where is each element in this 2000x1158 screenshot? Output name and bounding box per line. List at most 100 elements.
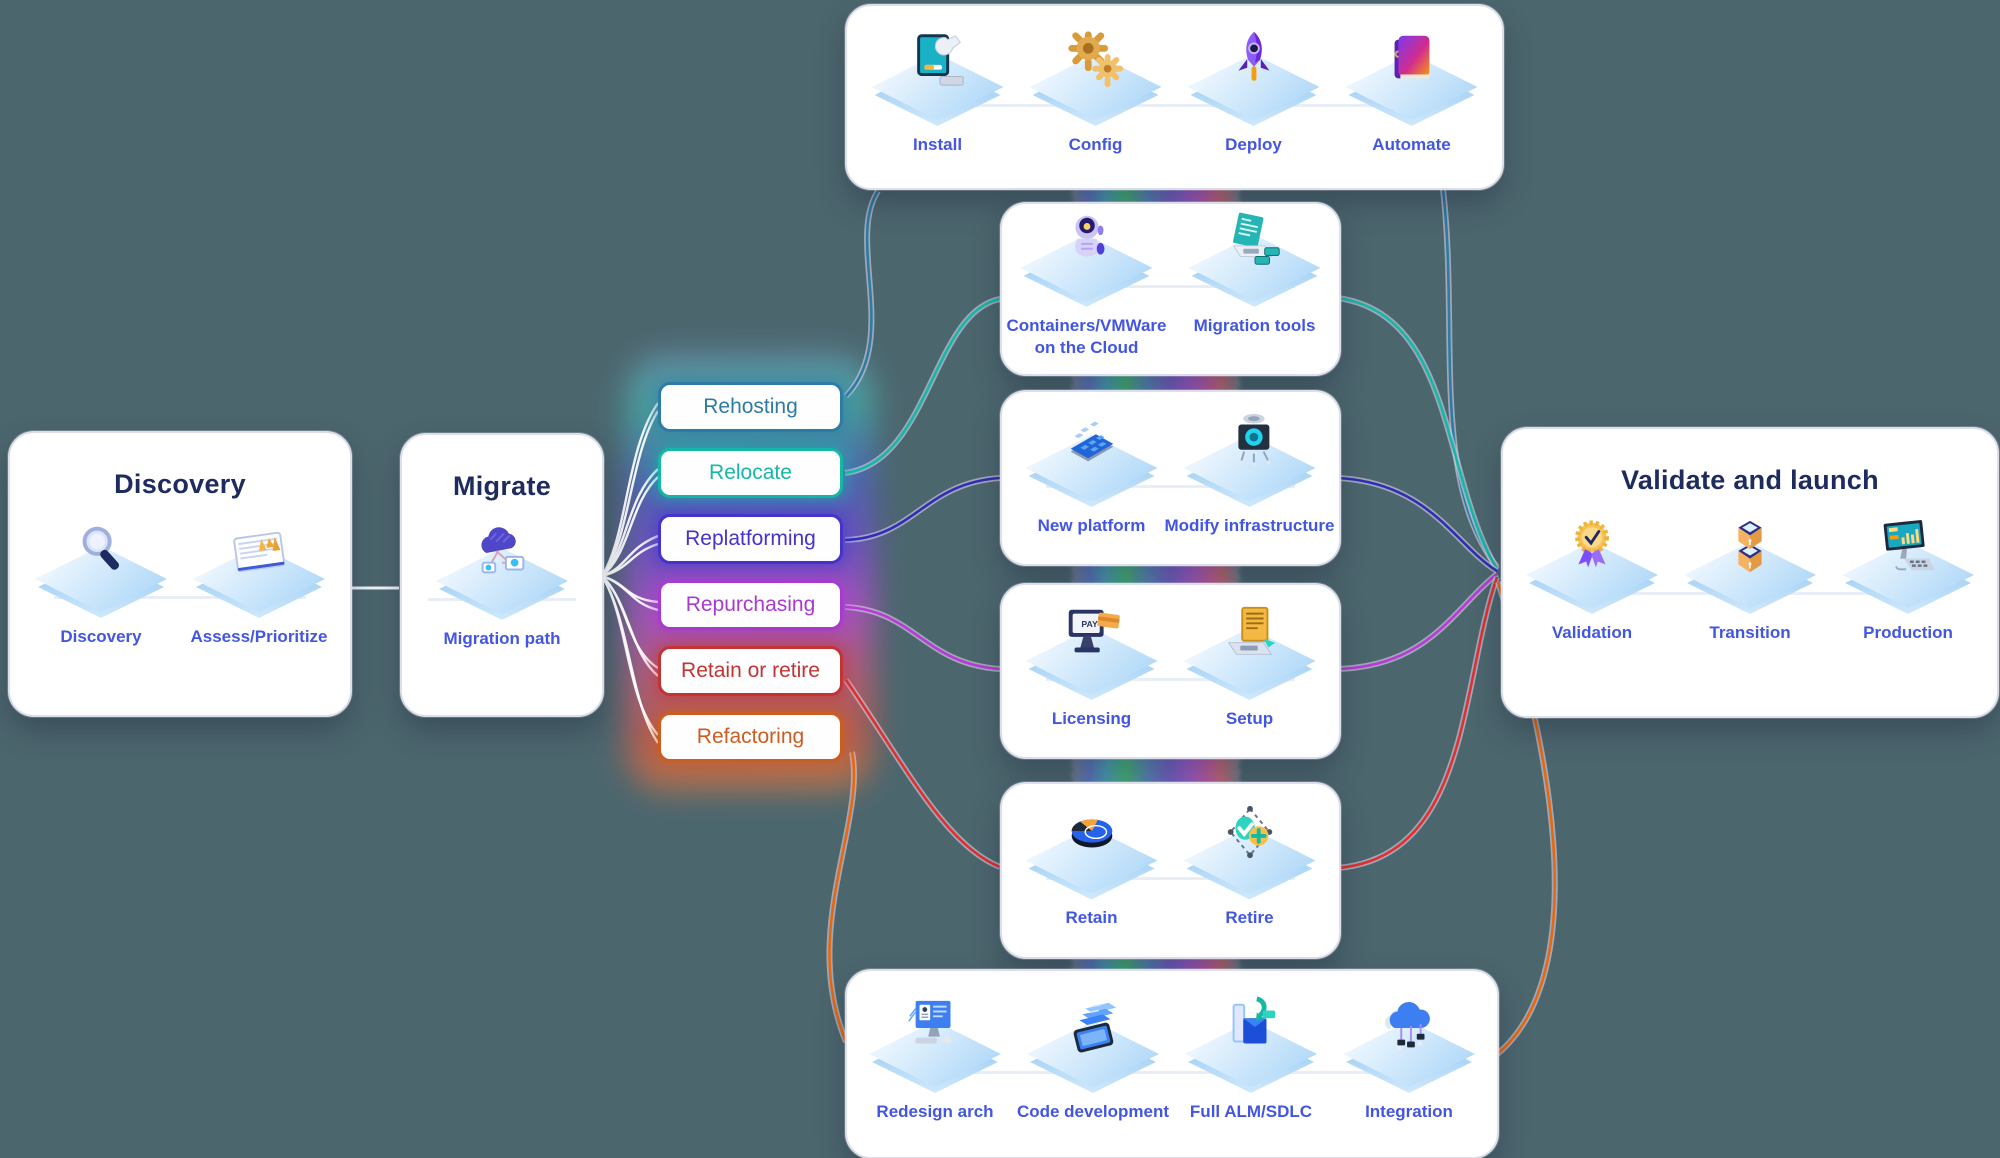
connector-repurchasing-right: [1337, 572, 1498, 671]
licensing-card: PAY Licensing Setup: [1000, 583, 1341, 759]
connector-replatforming-right: [1337, 476, 1498, 573]
rocket-icon: [1223, 28, 1285, 90]
keyboard-tiles-icon: [1061, 409, 1123, 471]
item-laptop-cards: Migration tools: [1171, 212, 1339, 337]
strategy-connectors: [826, 188, 1558, 1059]
migrate-title: Migrate: [452, 471, 552, 501]
item-label: Transition: [1709, 623, 1791, 642]
platform-tile: PAY: [1025, 609, 1158, 700]
item-label: Licensing: [1051, 708, 1132, 728]
validate-card: Validate and launch Validation Transition…: [1501, 427, 1999, 718]
chip-icon: [1219, 409, 1281, 471]
item-label: Assess/Prioritize: [190, 627, 328, 646]
item-desktop-design: Redesign arch: [856, 1000, 1014, 1123]
item-label: Discovery: [60, 627, 142, 646]
connector-repurchasing-left: [844, 605, 1001, 671]
laptop-doc-icon: [1219, 602, 1281, 664]
rosette-check-icon: [1561, 516, 1623, 578]
item-label: Code development: [1016, 1101, 1170, 1121]
platform-tile: [1025, 419, 1158, 507]
connector-refactoring-left: [828, 751, 856, 1043]
item-label: Install: [912, 134, 963, 154]
gears-icon: [1065, 28, 1127, 90]
item-label: Validation: [1551, 623, 1633, 642]
platform-tile: [436, 527, 568, 620]
svg-text:PAY: PAY: [1081, 619, 1098, 629]
item-stacked-boxes: Transition: [1671, 520, 1829, 644]
platform-tile: [1027, 1002, 1159, 1093]
validate-title: Validate and launch: [1621, 465, 1879, 495]
connector-retain-left: [844, 679, 1001, 869]
item-label: Setup: [1225, 708, 1274, 728]
platform-tile: [1842, 520, 1974, 614]
item-robot: Containers/VMWare on the Cloud: [1003, 215, 1171, 359]
item-rosette-check: Validation: [1513, 520, 1671, 644]
platform-tile: [1185, 996, 1317, 1093]
item-keyboard-tiles: New platform: [1013, 419, 1171, 537]
item-notepad: Assess/Prioritize: [180, 530, 338, 648]
item-label: Full ALM/SDLC: [1189, 1101, 1313, 1121]
platform-tile: [1020, 215, 1153, 307]
discovery-title: Discovery: [114, 469, 246, 499]
pay-monitor-icon: PAY: [1061, 602, 1123, 664]
item-label: Redesign arch: [876, 1101, 994, 1121]
item-chip: Modify infrastructure: [1164, 413, 1335, 537]
robot-icon: [1056, 209, 1118, 271]
platform-tile: [1188, 212, 1321, 307]
connector-retain-right: [1337, 576, 1499, 870]
item-magnifier: Discovery: [22, 526, 180, 648]
item-dashboard-monitor: Production: [1829, 520, 1987, 644]
item-label: Automate: [1372, 134, 1451, 154]
platform-tile: [1183, 413, 1316, 507]
item-label: Migration tools: [1193, 315, 1316, 335]
item-cloud-nodes: Integration: [1330, 1001, 1488, 1123]
platform-tile: [871, 34, 1004, 126]
migrate-card: Migrate Migration path: [400, 433, 604, 717]
pie-chart-icon: [1061, 801, 1123, 863]
item-book: Automate: [1333, 35, 1491, 156]
strategy-button-replatforming[interactable]: Replatforming: [658, 514, 843, 564]
platform-tile: [869, 1000, 1001, 1093]
item-label: New platform: [1037, 515, 1146, 535]
item-rocket: Deploy: [1175, 31, 1333, 156]
check-plus-icon: [1219, 801, 1281, 863]
strategy-button-relocate[interactable]: Relocate: [658, 448, 843, 498]
platform-tile: [1187, 31, 1320, 126]
item-pie-chart: Retain: [1013, 811, 1171, 929]
item-pay-monitor: PAY Licensing: [1013, 609, 1171, 730]
strategy-button-repurchasing[interactable]: Repurchasing: [658, 580, 843, 630]
item-label: Migration path: [443, 629, 561, 648]
strategy-button-rehosting[interactable]: Rehosting: [658, 382, 843, 432]
item-tablet-code: Code development: [1014, 1002, 1172, 1123]
platform-tile: [35, 526, 167, 618]
refactor-card: Redesign arch Code development Full ALM/SD…: [845, 969, 1499, 1158]
item-gears: Config: [1017, 31, 1175, 156]
cloud-network-icon: [471, 522, 533, 584]
install-card: Install Config Deploy Automate: [845, 4, 1504, 190]
desktop-design-icon: [904, 995, 966, 1057]
strategy-button-retain-or-retire[interactable]: Retain or retire: [658, 646, 843, 696]
platform-tile: [1025, 811, 1158, 900]
item-label: Retain: [1065, 908, 1118, 928]
connector-relocate-left: [844, 297, 1001, 475]
doc-arrow-icon: [1220, 995, 1282, 1057]
item-label: Deploy: [1225, 134, 1282, 154]
connector-replatforming-left: [844, 476, 1001, 542]
platform-tile: [1684, 520, 1816, 614]
book-icon: [1381, 28, 1443, 90]
item-doc-arrow: Full ALM/SDLC: [1172, 996, 1330, 1123]
platform-tile: [1343, 1001, 1475, 1093]
item-label: Config: [1068, 134, 1123, 154]
item-laptop-doc: Setup: [1171, 606, 1329, 730]
platform-tile: [1029, 31, 1162, 126]
item-monitor-wrench: Install: [859, 34, 1017, 156]
platform-tile: [1345, 35, 1478, 126]
strategy-button-refactoring[interactable]: Refactoring: [658, 712, 843, 762]
fan-migrate-to-strategies: [600, 402, 660, 744]
notepad-icon: [228, 520, 290, 582]
